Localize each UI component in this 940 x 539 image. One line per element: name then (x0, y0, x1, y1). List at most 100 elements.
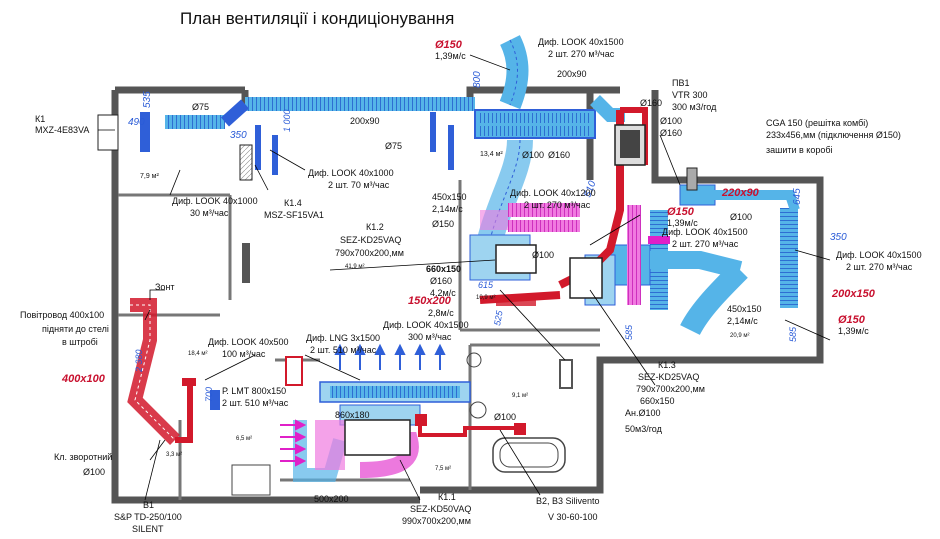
size-660x150-a: 660х150 (426, 264, 461, 274)
k11-label: К1.1 (438, 492, 456, 502)
flow-2-8: 2,8м/с (428, 308, 454, 318)
d100-a: Ø100 (522, 150, 544, 160)
air-duct-note1: підняти до стелі (42, 324, 109, 334)
dif-look-1500-far: Диф. LOOK 40х1500 (836, 250, 922, 260)
size-860x180: 860х180 (335, 410, 370, 420)
b1-label: В1 (143, 500, 154, 510)
k12-label: К1.2 (366, 222, 384, 232)
k12-size: 790х700х200,мм (335, 248, 404, 258)
dim-800: 800 (472, 71, 483, 88)
return-ducts (315, 203, 670, 478)
return-grille-k12 (508, 203, 580, 217)
d75-a: Ø75 (192, 102, 209, 112)
room-13-4: 13,4 м² (480, 151, 503, 158)
room-10-9: 10,9 м² (476, 295, 495, 301)
return-arrows (280, 419, 307, 467)
d160-a: Ø160 (548, 150, 570, 160)
room-41-9: 41,9 м² (345, 264, 364, 270)
d150-red-b: Ø150 (667, 206, 695, 218)
flow-1-39-c: 1,39м/с (838, 326, 869, 336)
pv1-model: VTR 300 (672, 90, 708, 100)
d100-d: Ø100 (532, 250, 554, 260)
room-7-5: 7,5 м² (435, 466, 451, 472)
kl-d100: Ø100 (83, 467, 105, 477)
k12-unit (495, 244, 537, 274)
dim-200x90-a: 200х90 (350, 116, 380, 126)
kl-return: Кл. зворотний (54, 452, 112, 462)
dif-look-1500-mid-flow: 300 м³/час (408, 332, 452, 342)
toilet (469, 401, 487, 419)
dif-look-1200: Диф. LOOK 40х1200 (510, 188, 596, 198)
room-7-9: 7,9 м² (140, 173, 159, 180)
flow-1-39-top: 1,39м/с (435, 51, 466, 61)
b23-model: V 30-60-100 (548, 512, 598, 522)
flow-4-2: 4,2м/с (430, 288, 456, 298)
p-lmt: Р. LMT 800х150 (222, 386, 286, 396)
dif-look-500: Диф. LOOK 40х500 (208, 337, 289, 347)
k13-label: К1.3 (658, 360, 676, 370)
cga-size: 233х456,мм (підключення Ø150) (766, 130, 901, 140)
dif-look-1500-top: Диф. LOOK 40х1500 (538, 37, 624, 47)
k13-unit (569, 257, 603, 299)
dif-look-1000-b-flow: 2 шт. 70 м³/час (328, 180, 390, 190)
duct-200x90-top (245, 97, 475, 111)
dim-2380: 2 380 (134, 349, 144, 373)
dim-400x100: 400х100 (61, 373, 106, 385)
d75-b: Ø75 (385, 141, 402, 151)
dif-look-1500-far-flow: 2 шт. 270 м³/час (846, 262, 913, 272)
dim-585-a: 585 (624, 324, 634, 340)
flow-1-39-b: 1,39м/с (667, 218, 698, 228)
leader-lines (98, 54, 831, 501)
k11-size: 990х700х200,мм (402, 516, 471, 526)
k1-label: К1 (35, 114, 45, 124)
dif-look-1000-a: Диф. LOOK 40х1000 (172, 196, 258, 206)
zont-label: Зонт (155, 282, 175, 292)
k13-model: SEZ-KD25VAQ (638, 372, 699, 382)
plan-title: План вентиляції і кондиціонування (180, 9, 454, 28)
dif-look-1200-flow: 2 шт. 270 м³/час (524, 200, 591, 210)
room-9-1: 9,1 м² (512, 393, 528, 399)
size-450x150-b: 450х150 (727, 304, 762, 314)
dim-535: 535 (142, 91, 153, 108)
d160-b: Ø160 (640, 98, 662, 108)
cga-title: CGA 150 (решітка комбі) (766, 118, 868, 128)
k14-model: MSZ-SF15VA1 (264, 210, 324, 220)
dim-700: 700 (204, 387, 214, 402)
room-20-9: 20,9 м² (730, 333, 749, 339)
an-d100: Ан.Ø100 (625, 408, 661, 418)
dim-645: 645 (792, 188, 803, 205)
k13-size: 790х700х200,мм (636, 384, 705, 394)
k11-unit (344, 419, 411, 456)
k12-model: SEZ-KD25VAQ (340, 235, 401, 245)
kitchen-hood (285, 356, 303, 386)
pv1-flow: 300 м3/год (672, 102, 717, 112)
air-duct-note2: в штробі (62, 337, 98, 347)
d160-d: Ø160 (430, 276, 452, 286)
dif-lng-flow: 2 шт. 510 м³/час (310, 345, 377, 355)
d150-a: Ø150 (432, 219, 454, 229)
size-450x150-a: 450х150 (432, 192, 467, 202)
dim-220x90: 220х90 (721, 187, 760, 199)
flow-2-14-b: 2,14м/с (727, 316, 758, 326)
flow-2-14-a: 2,14м/с (432, 204, 463, 214)
room-18-4: 18,4 м² (188, 351, 207, 357)
k14-label: К1.4 (284, 198, 302, 208)
size-150x200: 150х200 (408, 295, 452, 307)
k1-outdoor-unit (97, 114, 119, 151)
dif-look-1000-b: Диф. LOOK 40х1000 (308, 168, 394, 178)
b1-note: SILENT (132, 524, 164, 534)
b1-model: S&P TD-250/100 (114, 512, 182, 522)
b23-label: В2, В3 Silivento (536, 496, 600, 506)
room-3-3: 3,3 м² (166, 452, 182, 458)
dif-look-1500-r: Диф. LOOK 40х1500 (662, 227, 748, 237)
dim-525: 525 (492, 309, 505, 327)
d150-red-c: Ø150 (838, 314, 866, 326)
pv1-label: ПВ1 (672, 78, 689, 88)
dim-490: 490 (128, 117, 145, 128)
dim-350-b: 350 (830, 232, 847, 243)
dim-615: 615 (478, 280, 494, 290)
k11-model: SEZ-KD50VAQ (410, 504, 471, 514)
dim-350-a: 350 (230, 130, 247, 141)
